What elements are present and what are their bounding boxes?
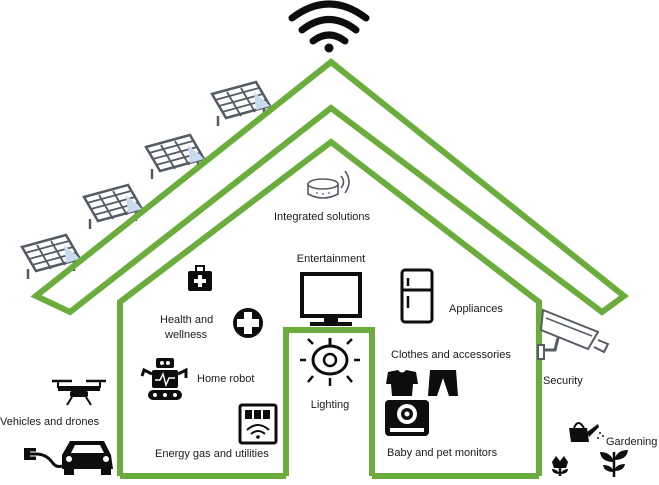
label-appliances: Appliances [449,303,503,315]
label-energy: Energy gas and utilities [155,448,269,460]
label-health-line1: Health and [160,314,213,326]
label-vehicles: Vehicles and drones [0,416,100,428]
smart-speaker-icon [307,170,350,199]
electric-car-icon [24,441,113,475]
ceiling-light-icon [300,338,360,386]
door-outline [283,327,375,476]
label-integrated-solutions: Integrated solutions [274,211,371,223]
watering-can-icon [569,422,604,442]
fridge-icon [400,268,434,324]
roof-outline [30,58,629,316]
medical-cross-icon [233,308,263,338]
label-baby: Baby and pet monitors [387,447,498,459]
plant-icon [552,456,568,476]
house-outline [30,58,629,479]
label-gardening: Gardening [606,436,657,448]
robot-icon [140,358,188,400]
label-home-robot: Home robot [197,373,254,385]
label-lighting: Lighting [311,399,350,411]
label-entertainment: Entertainment [297,253,365,265]
baby-camera-icon [385,400,429,436]
tshirt-icon [386,370,418,396]
tv-icon [300,272,362,326]
drone-icon [52,379,106,406]
wifi-icon [288,0,370,53]
security-camera-icon [537,308,610,360]
utility-meter-icon [238,403,278,445]
plant-icon [600,450,628,477]
trousers-icon [428,370,458,396]
solar-panel-icon [20,233,82,279]
first-aid-kit-icon [188,265,212,291]
label-clothes: Clothes and accessories [391,349,511,361]
label-security: Security [543,375,583,387]
label-health-line2: wellness [164,329,208,341]
solar-panel-icon [82,183,144,229]
